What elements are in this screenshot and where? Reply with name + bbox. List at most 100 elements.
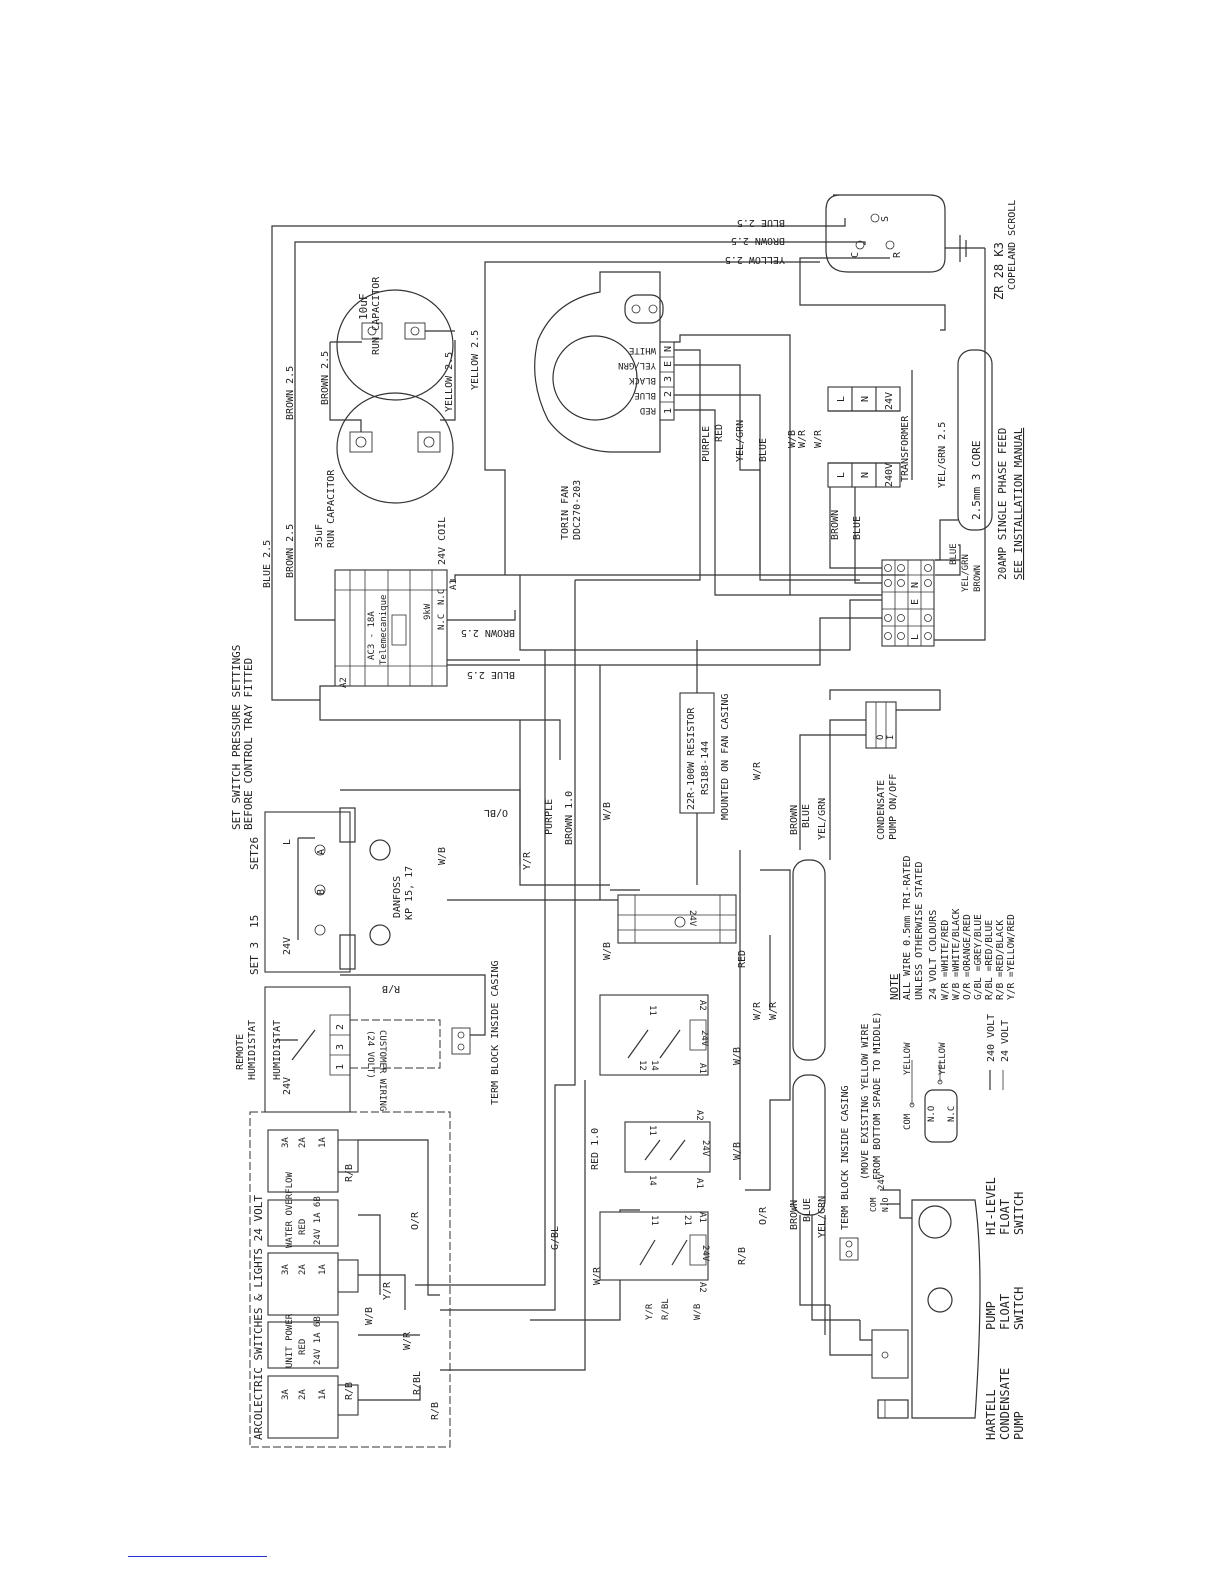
pc-blue: BLUE xyxy=(801,804,812,828)
wire-label-yellow-top: YELLOW 2.5 xyxy=(725,254,785,265)
set-26: SET26 xyxy=(248,837,261,870)
wire-label-brown-cap: BROWN 2.5 xyxy=(320,351,331,405)
hilevel-3: SWITCH xyxy=(1012,1192,1026,1235)
relay3-wb: W/B xyxy=(693,1304,703,1320)
contactor-brand: Telemecanique xyxy=(379,595,389,665)
hum-24v: 24V xyxy=(282,1077,293,1095)
fan-wire-yelgrn: YEL/GRN xyxy=(618,360,656,370)
wiring-notes: NOTE ALL WIRE 0.5mm TRI-RATED UNLESS OTH… xyxy=(888,856,1017,1001)
hilevel-2: FLOAT xyxy=(998,1199,1012,1235)
relay3-yr14: Y/R xyxy=(645,1303,655,1320)
voltage-legend: 240 VOLT 24 VOLT xyxy=(986,1014,1011,1090)
relay3-11: 11 xyxy=(649,1215,659,1226)
wire-label-blue-left: BLUE 2.5 xyxy=(262,540,273,588)
move-wire-1: (MOVE EXISTING YELLOW WIRE xyxy=(860,1023,871,1180)
set-15: 15 xyxy=(248,915,261,928)
tb-e: E xyxy=(910,599,921,605)
compressor-wires: BLUE 2.5 BROWN 2.5 YELLOW 2.5 xyxy=(271,217,946,701)
relay1-24v: 24V xyxy=(699,1030,709,1047)
pump-com: COM xyxy=(869,1197,878,1212)
legend-24v: 24 VOLT xyxy=(1000,1020,1011,1062)
resistor-line-1: 22R-100W RESISTOR xyxy=(686,707,697,810)
pc-brown-2: BROWN xyxy=(789,1200,800,1230)
unit-power-24v: 24V 1A 6B xyxy=(313,1316,323,1365)
fan-label-blue: BLUE xyxy=(758,438,769,462)
switch-term-3: 1A xyxy=(318,1137,328,1148)
contactor-kw: 9kW xyxy=(423,603,433,620)
transformer: L N 24V L N 240V TRANSFORMER xyxy=(827,370,913,488)
relay3-a2: A2 xyxy=(697,1282,707,1293)
switch-term-2: 2A xyxy=(298,1137,308,1148)
timer-relay: 24V xyxy=(617,894,737,944)
relay-2: 11 14 A2 A1 24V xyxy=(624,1110,711,1189)
hum-term-3: 3 xyxy=(335,1044,346,1050)
contactor-n-c-bot: N.C xyxy=(437,614,447,630)
label-red10: RED 1.0 xyxy=(590,1128,601,1170)
timer-24v: 24V xyxy=(687,910,697,927)
contactor-model: AC3 - 18A xyxy=(367,611,377,660)
relay2-11: 11 xyxy=(647,1125,657,1136)
resistor: 22R-100W RESISTOR RS188-144 MOUNTED ON F… xyxy=(679,640,731,885)
water-overflow: WATER OVERFLOW xyxy=(285,1172,295,1248)
panel-yr: Y/R xyxy=(382,1281,393,1300)
tb-blue: BLUE xyxy=(852,516,863,540)
footer-link-underline[interactable] xyxy=(128,1556,267,1557)
set-3: SET 3 xyxy=(248,942,261,975)
wire-label-yellow-cap2: YELLOW 2.5 xyxy=(470,330,481,390)
supply-yelgrn: YEL/GRN xyxy=(961,554,971,592)
fan-label-red: RED xyxy=(714,424,725,442)
label-wr-f: W/R xyxy=(768,1001,779,1020)
tr-l-out: L xyxy=(836,396,847,402)
pump-float-3: SWITCH xyxy=(1012,1287,1026,1330)
arcolectric-panel: ARCOLECTRIC SWITCHES & LIGHTS 24 VOLT 3A… xyxy=(249,1111,451,1448)
tr-l-in: L xyxy=(836,472,847,478)
label-rb-j: R/B xyxy=(737,1247,748,1265)
cap-10-value: 10uF xyxy=(357,294,370,321)
pump-no: N.O xyxy=(881,1197,890,1212)
wire-label-blue-top: BLUE 2.5 xyxy=(737,217,785,228)
hartell-2: CONDENSATE xyxy=(998,1368,1012,1440)
compressor-terminal-s: S xyxy=(880,216,891,222)
relay3-a1: A1 xyxy=(697,1212,707,1223)
pc-brown: BROWN xyxy=(789,805,800,835)
relay2-24v: 24V xyxy=(700,1140,710,1157)
colour-code-7: Y/R =YELLOW/RED xyxy=(1006,914,1017,1000)
hum-term-1: 1 xyxy=(335,1064,346,1070)
wire-label-brown-left2: BROWN 2.5 xyxy=(285,524,296,578)
tr-24v: 24V xyxy=(884,392,895,410)
label-yr: Y/R xyxy=(522,851,533,870)
label-gbl: G/BL xyxy=(550,1226,561,1250)
fan-label-purple: PURPLE xyxy=(701,426,712,462)
fan-wire-blue: BLUE xyxy=(634,390,656,400)
note-title: NOTE xyxy=(888,974,901,1001)
danfoss-b: B xyxy=(316,889,327,895)
relay1-12: 12 xyxy=(637,1060,647,1071)
resistor-line-2: RS188-144 xyxy=(700,741,711,795)
label-obl: O/BL xyxy=(484,807,508,818)
compressor: S C R ZR 28 K3 COPELAND SCROLL xyxy=(825,194,1018,310)
danfoss-pressure-switch: L A B 24V DANFOSS KP 15, 17 SET 3 15 SET… xyxy=(248,807,415,975)
colour-code-4: G/BL =GREY/BLUE xyxy=(973,914,984,1000)
relay1-a1: A1 xyxy=(697,1063,707,1074)
move-wire-2: FROM BOTTOM SPADE TO MIDDLE) xyxy=(872,1011,883,1180)
label-wb-c: W/B xyxy=(602,942,613,960)
switch-term-1: 3A xyxy=(281,1137,291,1148)
relay2-a2: A2 xyxy=(694,1110,704,1121)
remote-label-2: HUMIDISTAT xyxy=(247,1020,258,1080)
fan-wire-white: WHITE xyxy=(629,345,656,355)
torin-fan: N E 3 2 1 WHITE YEL/GRN BLACK BLUE RED T… xyxy=(534,271,675,540)
hartell-3: PUMP xyxy=(1012,1411,1026,1440)
hartell-pump: 24V COM N.O HI-LEVEL FLOAT SWITCH PUMP F… xyxy=(829,1173,1026,1440)
label-brown10: BROWN 1.0 xyxy=(564,791,575,845)
fan-label-wr2: W/R xyxy=(813,429,824,448)
panel-or: O/R xyxy=(410,1211,421,1230)
pump-float-1: PUMP xyxy=(984,1301,998,1330)
tb-brown: BROWN xyxy=(830,510,841,540)
detail-yellow-2: YELLOW xyxy=(938,1042,948,1075)
tb-l: L xyxy=(910,634,921,640)
remote-humidistat: 1 3 2 24V HUMIDISTAT REMOTE HUMIDISTAT C… xyxy=(235,961,501,1113)
fan-wire-red: RED xyxy=(640,405,656,415)
term-block-casing-2: TERM BLOCK INSIDE CASING xyxy=(840,1086,851,1231)
danfoss-l: L xyxy=(282,839,293,845)
compressor-make: COPELAND SCROLL xyxy=(1007,200,1018,290)
